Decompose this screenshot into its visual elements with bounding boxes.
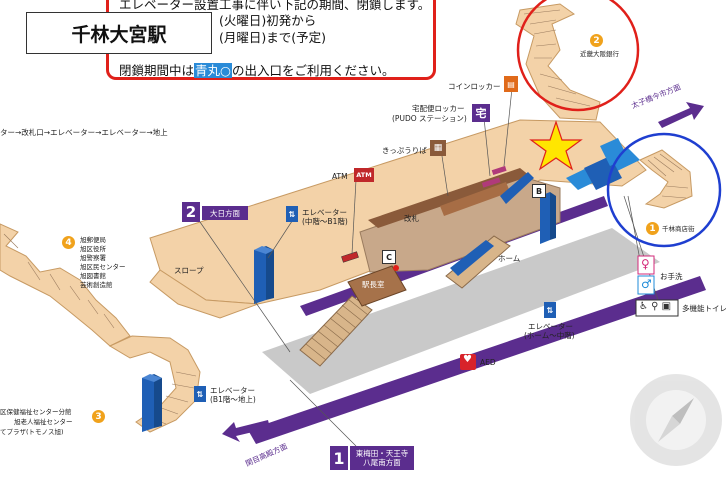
elevator-platform-label-1: エレベーター	[528, 322, 573, 331]
point-2-label: 近畿大阪銀行	[580, 50, 619, 58]
female-figure-icon: ♀	[641, 257, 650, 271]
corridor-west	[0, 223, 131, 347]
point-3-number: 3	[92, 410, 105, 423]
aed-heart-icon: ♥	[463, 354, 472, 365]
coin-locker-icon: ▤	[504, 76, 518, 92]
station-title: 千林大宮駅	[26, 12, 212, 54]
elevator-icon-b1: ⇅	[286, 206, 298, 222]
multi-toilet-icon	[635, 299, 679, 317]
platform-label: ホーム	[498, 254, 521, 263]
open-exit-circle	[606, 132, 722, 248]
elevator-b1-label-1: エレベーター	[302, 208, 347, 217]
gate-label: 改札	[404, 214, 419, 223]
ticket-icon: ▦	[430, 140, 446, 156]
track-line-lower	[248, 276, 706, 444]
elevator-tower-ground	[142, 374, 162, 432]
point-4-line-6: 芸術創造館	[80, 281, 113, 289]
point-4-line-2: 旭区役所	[80, 245, 106, 253]
atm-icon: ATM	[354, 168, 374, 182]
notice-line-4: 閉鎖期間中は青丸○の出入口をご利用ください。	[119, 60, 394, 79]
closed-exit-circle	[516, 0, 640, 112]
delivery-locker-icon: 宅	[472, 104, 490, 122]
coin-locker-label: コインロッカー	[448, 82, 501, 91]
exit-b-badge: B	[532, 184, 546, 198]
red-dot	[393, 265, 399, 271]
toilet-label: お手洗	[660, 272, 683, 281]
escalator-blue	[450, 240, 494, 276]
exit-1-number: 1	[330, 446, 348, 470]
atm-machine	[341, 251, 359, 263]
elevator-tower-platform	[540, 192, 556, 244]
notice-highlight: 青丸○	[194, 63, 232, 78]
point-3-line-1: 区保健福祉センター分館	[0, 408, 72, 416]
point-2-number: 2	[590, 34, 603, 47]
notice-line-3: (月曜日)まで(予定)	[219, 30, 327, 45]
platform-area	[262, 228, 660, 394]
point-4-line-3: 旭警察署	[80, 254, 106, 262]
toilet-tiles-3	[600, 138, 628, 166]
exit-2-label: 大日方面	[202, 206, 248, 220]
point-4-line-1: 旭郵便局	[80, 236, 106, 244]
notice-line-4-post: の出入口をご利用ください。	[231, 63, 395, 78]
arrow-sekime	[222, 420, 270, 442]
coin-locker-block	[491, 165, 507, 176]
toilet-male-icon	[637, 275, 655, 295]
elevator-tower-b1	[254, 246, 274, 304]
delivery-locker-label-2: (PUDO ステーション)	[392, 114, 467, 123]
route-text: ター→改札口→エレベーター→エレベーター→地上	[0, 128, 168, 137]
elevator-ground-label-2: (B1階～地上)	[210, 395, 256, 404]
exit-1-label-1: 東梅田・天王寺	[355, 449, 409, 458]
station-office-label: 駅長室	[362, 280, 385, 289]
point-4-line-5: 旭図書館	[80, 272, 106, 280]
ticket-label: きっぷうりば	[382, 146, 427, 155]
elevator-icon-ground: ⇅	[194, 386, 206, 402]
exit-1-label-2: 八尾南方面	[363, 458, 401, 467]
station-office-block	[347, 265, 407, 307]
closure-notice: エレベーター設置工事に伴い下記の期間、閉鎖します。 (火曜日)初発から (月曜日…	[106, 0, 436, 80]
elevator-icon-platform: ⇅	[544, 302, 556, 318]
ticket-machines	[481, 177, 501, 188]
point-4-line-4: 旭区民センター	[80, 263, 126, 271]
multi-toilet-label: 多機能トイレ	[682, 304, 726, 313]
exit-2-number: 2	[182, 202, 200, 222]
corridor-north	[515, 3, 601, 121]
notice-line-2: (火曜日)初発から	[219, 13, 317, 28]
point-1-number: 1	[646, 222, 659, 235]
arrow-taishi	[658, 102, 704, 128]
point-3-line-2: 旭老人福祉センター	[14, 418, 73, 426]
current-location-star	[529, 120, 583, 171]
compass	[630, 374, 722, 466]
aed-label: AED	[480, 358, 496, 367]
aed-icon	[460, 354, 476, 370]
atm-label: ATM	[332, 172, 348, 181]
point-3-line-3: てプラザ(トモノス旭)	[0, 428, 64, 436]
slope-label: スロープ	[174, 266, 204, 275]
point-1-label: 千林商店街	[662, 225, 695, 233]
delivery-locker-label-1: 宅配便ロッカー	[412, 104, 465, 113]
notice-line-1: エレベーター設置工事に伴い下記の期間、閉鎖します。	[119, 0, 431, 12]
wall-strip-2	[440, 182, 510, 216]
elevator-ground-label-1: エレベーター	[210, 386, 255, 395]
exit-c-badge: C	[382, 250, 396, 264]
elevator-b1-label-2: (中階～B1階)	[302, 217, 348, 226]
toilet-female-icon	[637, 255, 655, 275]
male-figure-icon: ♂	[641, 277, 652, 291]
accessible-icons: ♿ ⚲ ▣	[639, 301, 672, 312]
slope-corridor	[149, 269, 259, 319]
corridor-southwest	[108, 335, 201, 433]
point-4-number: 4	[62, 236, 75, 249]
elevator-platform-label-2: (ホーム～中階)	[524, 331, 575, 340]
notice-line-4-pre: 閉鎖期間中は	[119, 63, 195, 78]
escalator-blue-2	[500, 172, 534, 204]
exit-1-label: 東梅田・天王寺 八尾南方面	[350, 446, 414, 470]
platform-stairs-left	[299, 295, 373, 367]
